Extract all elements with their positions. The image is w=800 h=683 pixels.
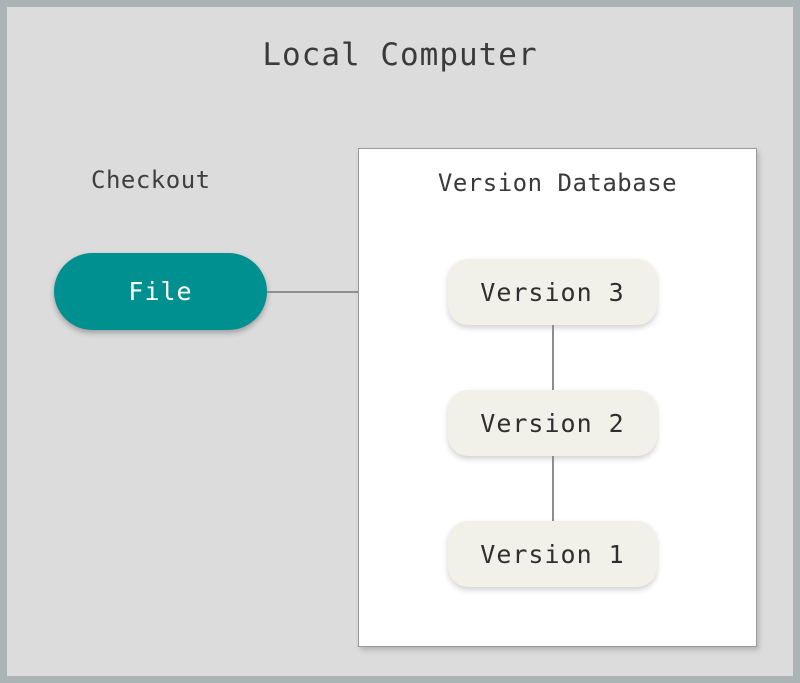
- checkout-section-label: Checkout: [91, 166, 211, 194]
- version-2-node[interactable]: Version 2: [448, 390, 657, 456]
- file-node-label: File: [128, 277, 193, 306]
- version-1-node[interactable]: Version 1: [448, 521, 657, 587]
- version-2-node-label: Version 2: [480, 408, 625, 438]
- file-node[interactable]: File: [54, 253, 267, 330]
- version-3-node-label: Version 3: [480, 277, 625, 307]
- page-title: Local Computer: [262, 37, 538, 73]
- version-1-node-label: Version 1: [480, 539, 625, 569]
- connector-version-2-to-version-1: [552, 456, 554, 522]
- version-3-node[interactable]: Version 3: [448, 259, 657, 325]
- version-database-title: Version Database: [437, 169, 678, 197]
- connector-version-3-to-version-2: [552, 325, 554, 391]
